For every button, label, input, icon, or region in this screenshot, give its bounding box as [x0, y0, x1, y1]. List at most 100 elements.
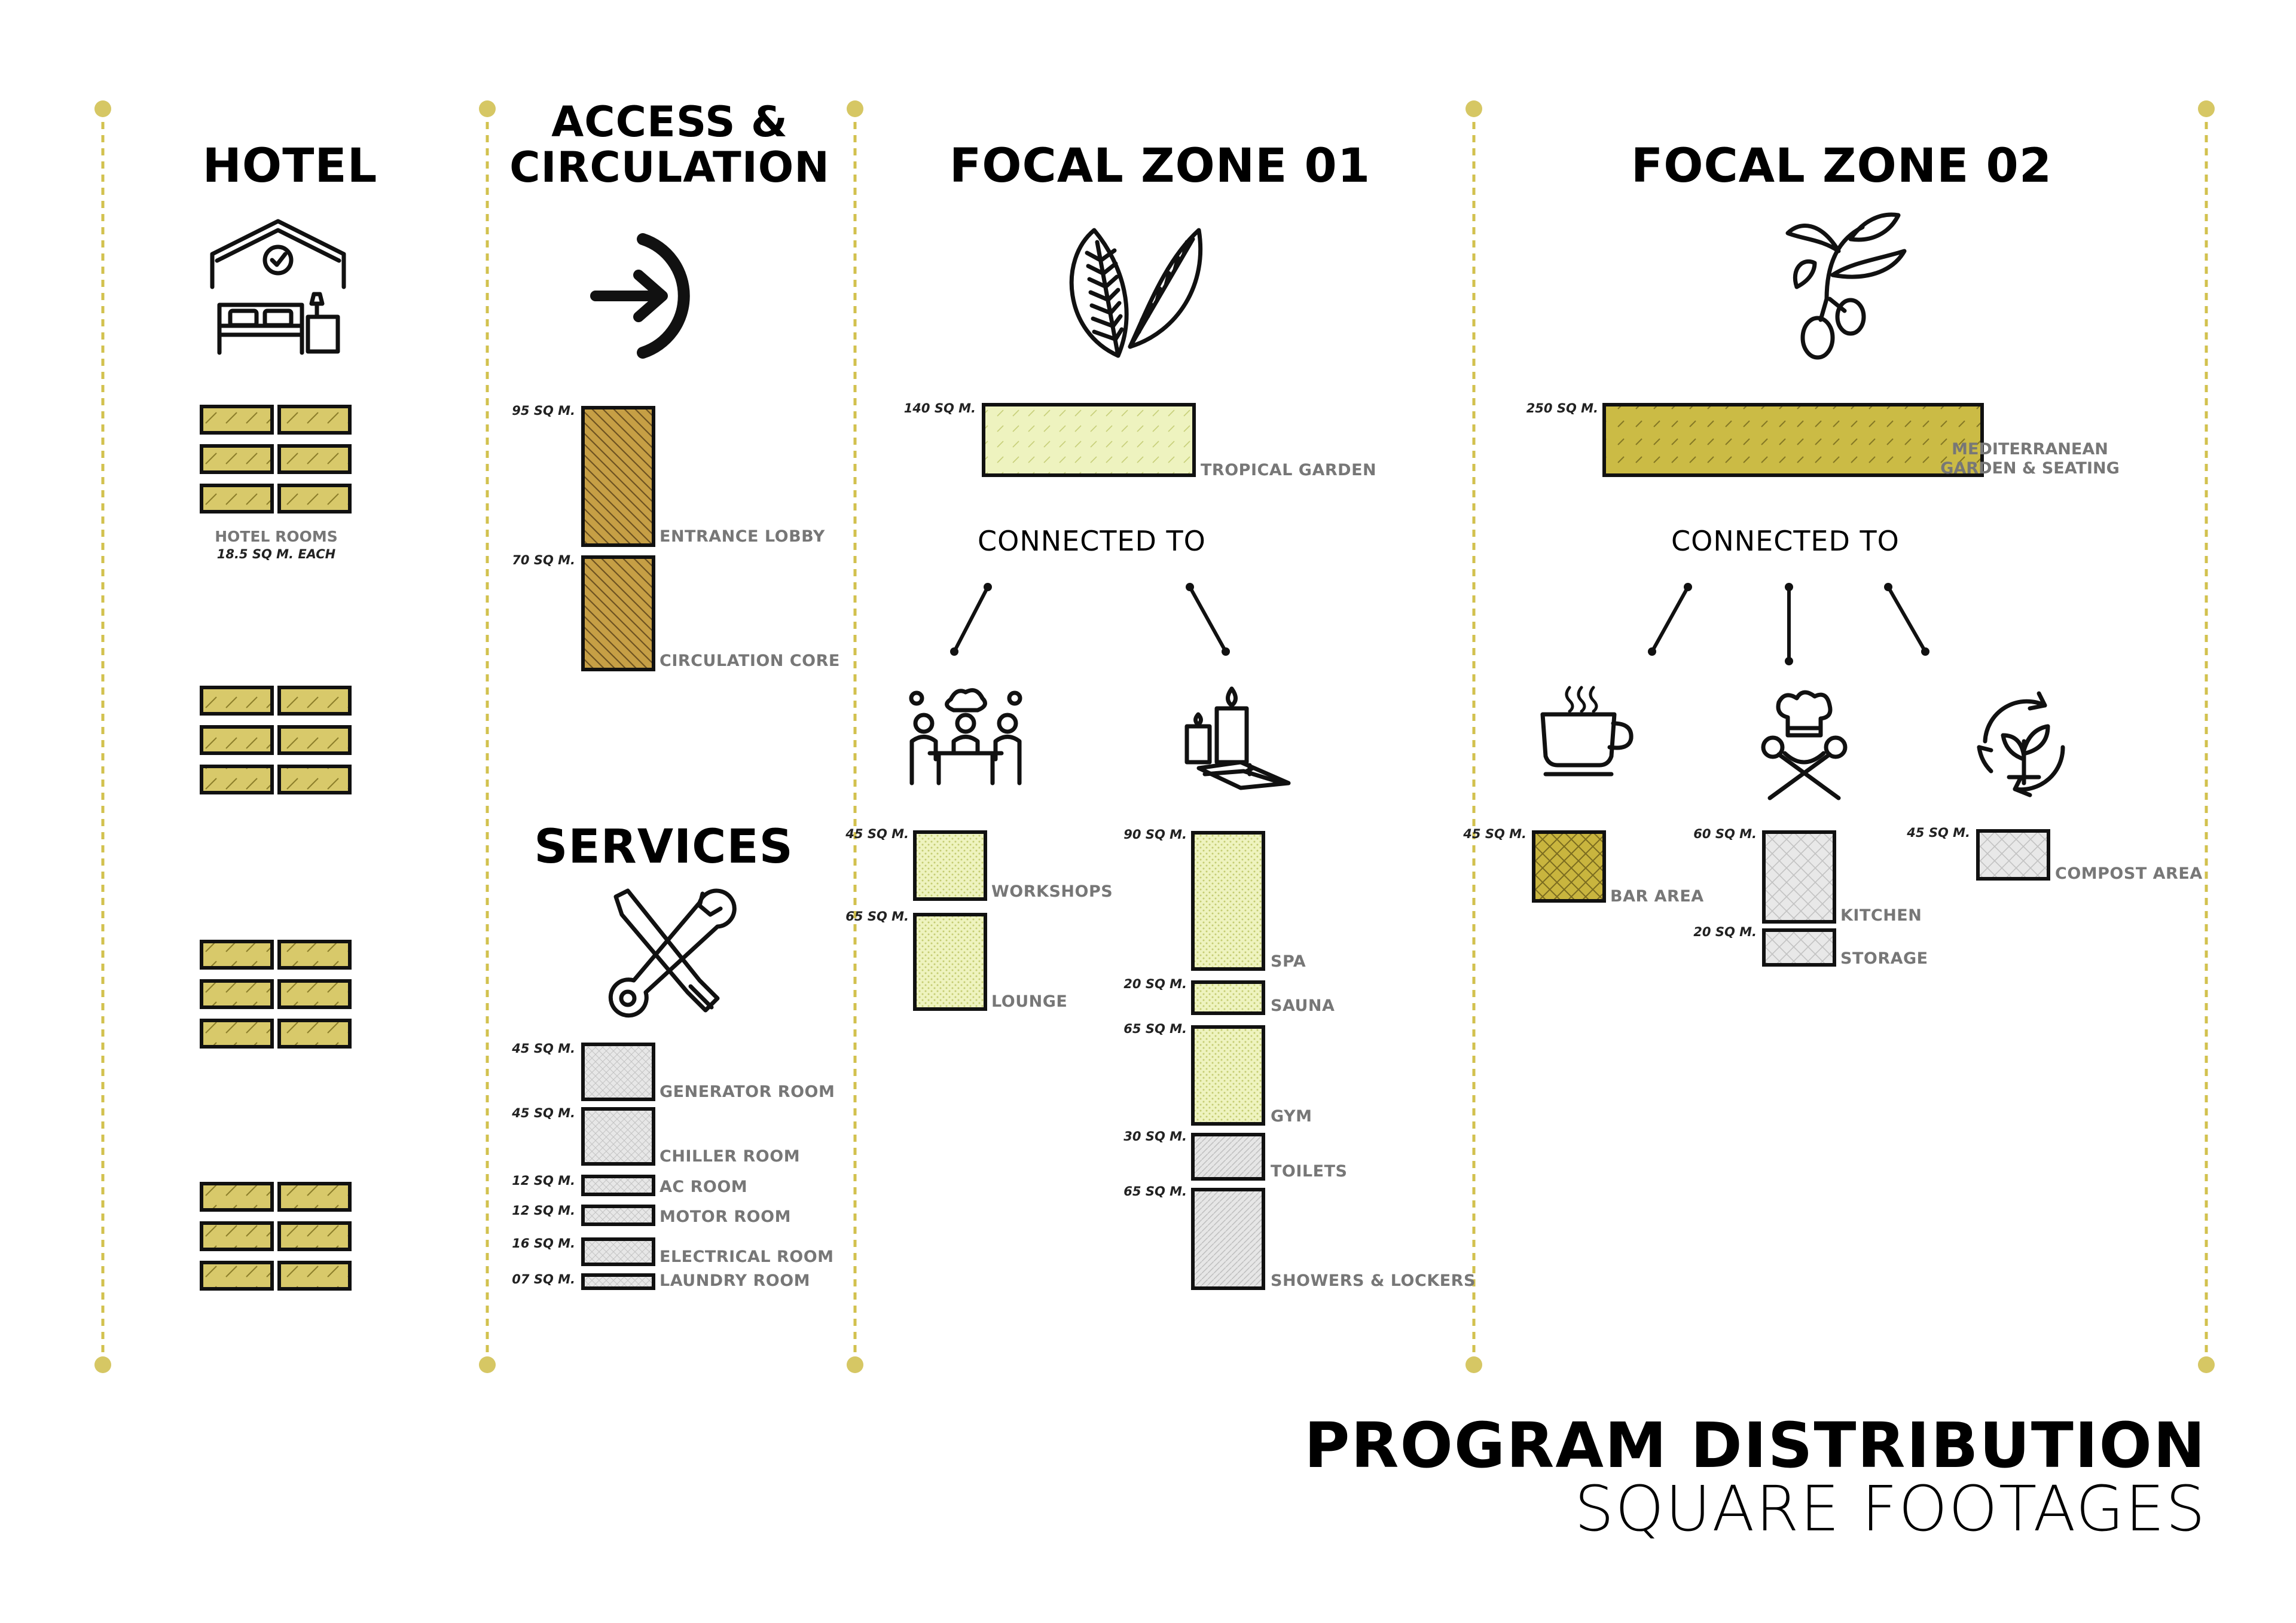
connector-dot	[950, 647, 958, 656]
hotel-room-block	[200, 725, 274, 755]
column-title-focal-zone-01: FOCAL ZONE 01	[949, 139, 1371, 193]
hotel-room-block	[277, 1221, 352, 1251]
hotel-room-block	[277, 725, 352, 755]
coffee-cup-icon	[1540, 686, 1634, 777]
column-title-services: SERVICES	[534, 820, 793, 874]
generator-room-label: GENERATOR ROOM	[660, 1083, 835, 1101]
bar-area-label: BAR AREA	[1610, 887, 1704, 906]
workshops-block	[913, 830, 987, 901]
hotel-room-block	[277, 979, 352, 1009]
divider-dot	[2198, 1356, 2215, 1373]
toilets-label: TOILETS	[1271, 1162, 1347, 1181]
lounge-block	[913, 913, 987, 1011]
mediterranean-garden-label-line-2: GARDEN & SEATING	[1940, 459, 2120, 478]
entrance-lobby-area: 95 SQ M.	[512, 404, 575, 418]
footer-title: PROGRAM DISTRIBUTION SQUARE FOOTAGES	[1304, 1414, 2206, 1541]
hotel-room-block	[200, 1221, 274, 1251]
bar-area-block	[1532, 830, 1606, 903]
hotel-room-block	[277, 444, 352, 474]
connector-line	[1188, 586, 1228, 653]
hotel-room-block	[277, 405, 352, 435]
column-title-access: ACCESS & CIRCULATION	[509, 97, 830, 192]
hotel-room-block	[277, 686, 352, 716]
lounge-area: 65 SQ M.	[845, 909, 909, 924]
storage-label: STORAGE	[1840, 949, 1928, 968]
circulation-core-area: 70 SQ M.	[512, 553, 575, 567]
divider-dot	[479, 100, 496, 117]
arrow-circle-icon	[590, 233, 690, 359]
motor-room-area: 12 SQ M.	[512, 1203, 575, 1218]
connector-dot	[1785, 583, 1793, 591]
kitchen-label: KITCHEN	[1840, 906, 1922, 925]
chiller-room-area: 45 SQ M.	[511, 1106, 575, 1120]
showers-and-lockers-label: SHOWERS & LOCKERS	[1271, 1271, 1476, 1290]
laundry-room-label: LAUNDRY ROOM	[660, 1271, 810, 1290]
spa-label: SPA	[1271, 952, 1306, 971]
circulation-core-label: CIRCULATION CORE	[660, 652, 840, 670]
divider-dot	[94, 1356, 111, 1373]
laundry-room-block	[581, 1273, 655, 1290]
hotel-room-block	[277, 1261, 352, 1291]
hotel-room-block	[277, 1182, 352, 1212]
connector-dot	[1884, 583, 1892, 591]
mediterranean-garden-area: 250 SQ M.	[1526, 401, 1598, 415]
leaves-icon	[1069, 228, 1203, 358]
column-title-hotel: HOTEL	[202, 139, 378, 193]
divider-dot	[479, 1356, 496, 1373]
workshops-label: WORKSHOPS	[991, 882, 1113, 901]
sauna-block	[1191, 980, 1265, 1015]
sauna-label: SAUNA	[1271, 997, 1335, 1015]
divider-dot	[847, 100, 863, 117]
bar-area-area: 45 SQ M.	[1463, 827, 1526, 841]
toilets-area: 30 SQ M.	[1123, 1129, 1187, 1144]
meeting-icon	[909, 688, 1022, 785]
recycle-plant-icon	[1977, 691, 2065, 797]
hotel-room-block	[277, 484, 352, 514]
hotel-room-block	[200, 979, 274, 1009]
connected-to-label-1: CONNECTED TO	[978, 525, 1206, 557]
toilets-block	[1191, 1133, 1265, 1181]
electrical-room-label: ELECTRICAL ROOM	[660, 1248, 834, 1266]
entrance-lobby-label: ENTRANCE LOBBY	[660, 527, 825, 546]
hotel-room-block	[200, 444, 274, 474]
connector-dot	[1684, 583, 1692, 591]
mediterranean-garden-label-line-1: MEDITERRANEAN	[1952, 440, 2108, 459]
spa-candles-icon	[1184, 686, 1291, 790]
column-title-focal-zone-02: FOCAL ZONE 02	[1631, 139, 2053, 193]
motor-room-label: MOTOR ROOM	[660, 1208, 791, 1226]
hotel-room-block	[200, 1182, 274, 1212]
connected-to-label-2: CONNECTED TO	[1671, 525, 1900, 557]
sauna-area: 20 SQ M.	[1123, 977, 1187, 991]
connector-line	[1886, 586, 1927, 653]
connector-dot	[984, 583, 992, 591]
connector-line	[1650, 586, 1690, 653]
tools-icon	[608, 888, 737, 1018]
compost-area-label: COMPOST AREA	[2055, 864, 2203, 883]
connector-dot	[1648, 647, 1656, 656]
kitchen-area: 60 SQ M.	[1693, 827, 1757, 841]
laundry-room-area: 07 SQ M.	[512, 1272, 575, 1286]
gym-area: 65 SQ M.	[1123, 1022, 1187, 1036]
ac-room-area: 12 SQ M.	[512, 1173, 575, 1188]
tropical-garden-label: TROPICAL GARDEN	[1201, 461, 1376, 479]
divider-dot	[847, 1356, 863, 1373]
electrical-room-block	[581, 1237, 655, 1266]
hotel-room-block	[200, 1019, 274, 1049]
generator-room-area: 45 SQ M.	[511, 1041, 575, 1056]
hotel-room-block	[200, 1261, 274, 1291]
showers-and-lockers-block	[1191, 1188, 1265, 1290]
connector-dot	[1921, 647, 1929, 656]
lounge-label: LOUNGE	[991, 992, 1067, 1011]
mediterranean-garden-block	[1602, 403, 1984, 477]
footer-title-line-1: PROGRAM DISTRIBUTION	[1304, 1409, 2206, 1482]
gym-label: GYM	[1271, 1107, 1312, 1126]
storage-area: 20 SQ M.	[1693, 925, 1757, 939]
connector-dot	[1186, 583, 1194, 591]
hotel-rooms-sublabel: 18.5 SQ M. EACH	[217, 547, 336, 561]
footer-title-line-2: SQUARE FOOTAGES	[1574, 1472, 2206, 1545]
workshops-area: 45 SQ M.	[845, 827, 909, 841]
kitchen-block	[1762, 830, 1836, 924]
hotel-room-block	[277, 940, 352, 970]
ac-room-label: AC ROOM	[660, 1178, 747, 1196]
